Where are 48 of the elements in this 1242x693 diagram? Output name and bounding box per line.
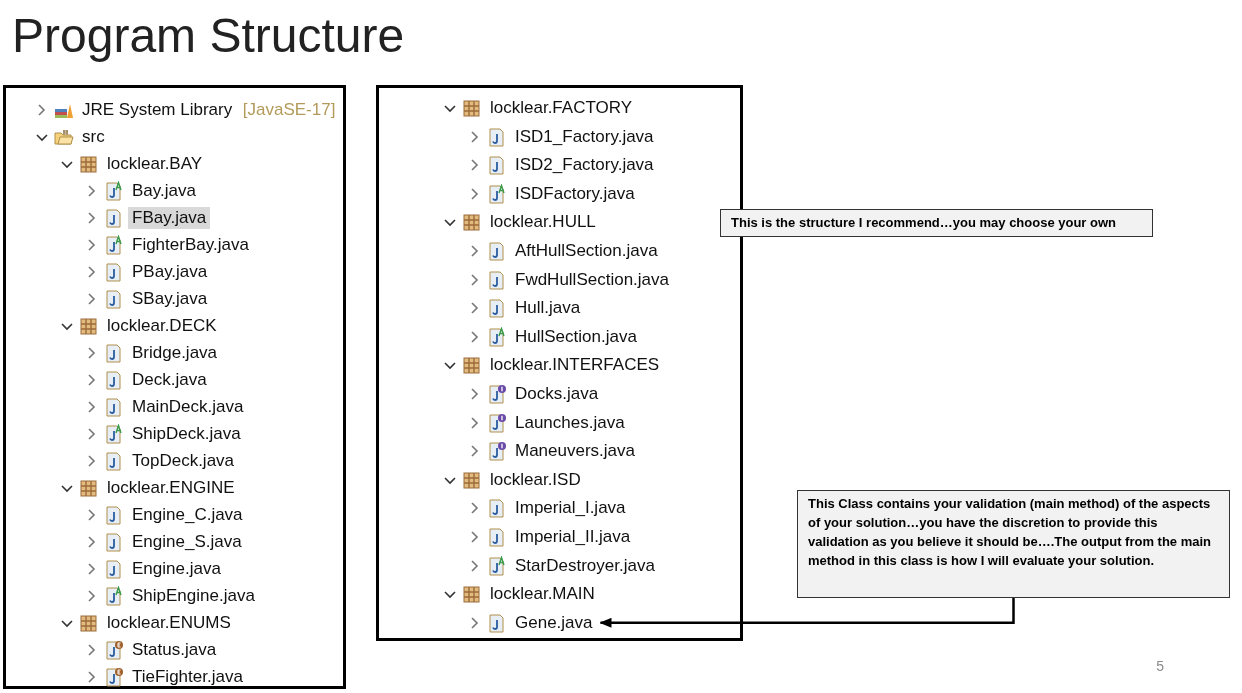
package-name: locklear.ENUMS <box>107 612 231 634</box>
file-name: Imperial_II.java <box>515 526 631 548</box>
package-name: locklear.ISD <box>490 468 581 491</box>
file-name: SBay.java <box>132 288 208 310</box>
file-tree-panel <box>3 85 346 689</box>
package-name: locklear.INTERFACES <box>490 354 660 377</box>
file-name: HullSection.java <box>515 325 637 348</box>
file-name: ShipEngine.java <box>132 585 255 607</box>
file-name: TieFighter.java <box>132 666 243 688</box>
file-name: FighterBay.java <box>132 234 249 256</box>
file-name: Engine_C.java <box>132 504 243 526</box>
callout-note: This is the structure I recommend…you may choose your own <box>720 209 1153 237</box>
file-name: FwdHullSection.java <box>515 268 669 291</box>
package-name: locklear.MAIN <box>490 583 595 606</box>
package-name: locklear.ENGINE <box>107 477 235 499</box>
arrow <box>599 598 1015 628</box>
slide-title: Program Structure <box>12 8 405 63</box>
file-name: ISD1_Factory.java <box>515 125 654 148</box>
file-name: ShipDeck.java <box>132 423 241 445</box>
folder-name: src <box>82 126 105 148</box>
package-name: locklear.HULL <box>490 211 596 234</box>
library-version: [JavaSE-17] <box>242 99 336 121</box>
file-name: Status.java <box>132 639 217 661</box>
file-name: Engine.java <box>132 558 221 580</box>
file-name: Deck.java <box>132 369 207 391</box>
file-name: Maneuvers.java <box>515 440 635 463</box>
file-name: Hull.java <box>515 297 581 320</box>
file-name: Docks.java <box>515 383 599 405</box>
file-name: ISD2_Factory.java <box>515 154 654 177</box>
package-name: locklear.BAY <box>107 153 203 175</box>
file-name: MainDeck.java <box>132 396 244 418</box>
library-name: JRE System Library <box>82 99 233 121</box>
package-name: locklear.FACTORY <box>490 97 633 119</box>
file-name: Launches.java <box>515 411 625 434</box>
file-name: PBay.java <box>132 261 208 283</box>
page-number: 5 <box>1156 658 1164 674</box>
file-name: Engine_S.java <box>132 531 242 553</box>
file-name: Imperial_I.java <box>515 497 626 520</box>
callout-note: This Class contains your validation (main method) of the aspects of your solution…you have the discretion to provide this validation as you believe it should be….The output from the main method in this class is how I will evaluate your solution. <box>797 490 1230 598</box>
file-name: Bay.java <box>132 180 196 202</box>
package-name: locklear.DECK <box>107 315 217 337</box>
file-name: StarDestroyer.java <box>515 554 655 577</box>
file-name: Gene.java <box>515 611 593 634</box>
file-name: AftHullSection.java <box>515 240 658 262</box>
file-name: TopDeck.java <box>132 450 235 472</box>
file-name: Bridge.java <box>132 342 218 364</box>
file-name: FBay.java <box>128 207 211 229</box>
file-name: ISDFactory.java <box>515 182 635 205</box>
